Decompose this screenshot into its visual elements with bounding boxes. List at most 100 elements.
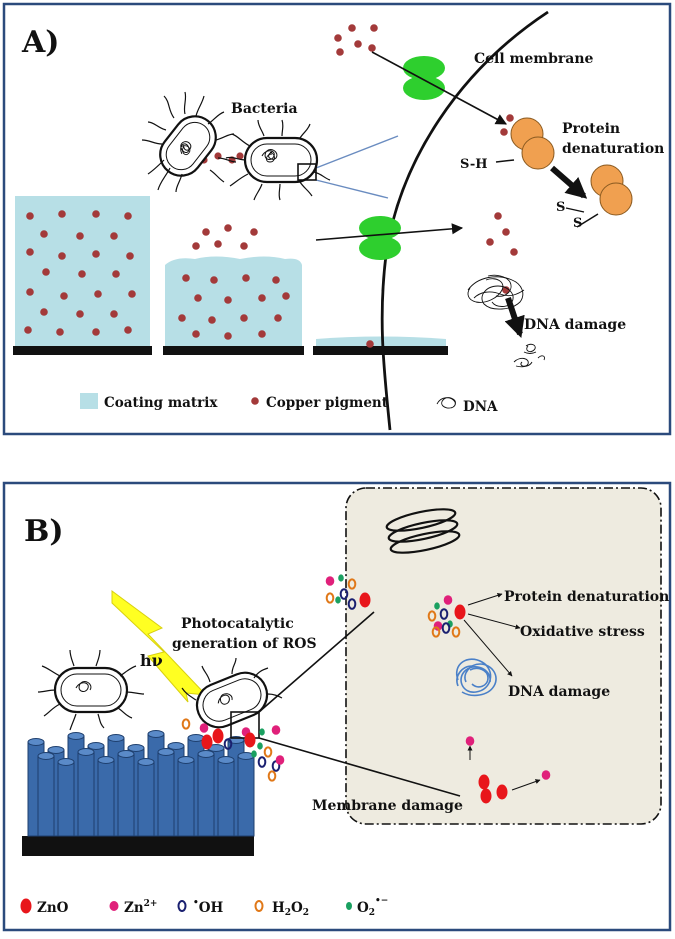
hydrogen-peroxide [267, 770, 277, 782]
ros-particles [181, 574, 551, 804]
hydroxyl-radical [439, 608, 449, 620]
superoxide-radical [259, 728, 265, 736]
dna-damage-arrow-b [463, 619, 513, 677]
zn2-ion [541, 770, 551, 780]
zno-nanorod-top [67, 732, 85, 740]
copper-pigment-dot [258, 294, 266, 302]
superoxide-radical [338, 574, 344, 582]
bacterium-b-left-flagella [37, 649, 145, 731]
hydroxyl-radical [339, 588, 349, 600]
legend-coating-swatch [80, 393, 98, 409]
copper-pigment-dot [258, 330, 266, 338]
zno-nanorod-top [107, 734, 125, 742]
nanorod-substrate [22, 836, 254, 856]
legend-o2-label: O2•− [357, 896, 388, 918]
copper-pigment-dot [348, 24, 356, 32]
copper-pigment-dot [40, 230, 48, 238]
copper-pigment-dot [502, 228, 510, 236]
zno-nanorod-top [87, 742, 105, 750]
zoom-line-lower [315, 179, 389, 199]
ion-entry-arrow-top [371, 51, 507, 125]
oxidative-stress-arrow [467, 613, 521, 630]
protein-label-line2: denaturation [562, 141, 664, 157]
copper-pigment-dot [224, 224, 232, 232]
zno-nanorod [77, 751, 95, 837]
copper-pigment-dot [40, 308, 48, 316]
photocatalytic-label-line1: Photocatalytic [181, 616, 294, 632]
copper-pigment-dot [26, 212, 34, 220]
copper-pigment-dot [26, 288, 34, 296]
zno-nanorod-top [37, 752, 55, 760]
zno-nanorod [237, 755, 255, 837]
zno-nanorod [217, 759, 235, 837]
copper-pigment-dot [240, 242, 248, 250]
copper-pigment-dot [240, 314, 248, 322]
zno-nanorod-top [127, 744, 145, 752]
copper-pigment-dot [76, 310, 84, 318]
oxidative-stress-label: Oxidative stress [520, 624, 645, 640]
panel-a-label: A) [21, 25, 59, 60]
cell-interior [345, 487, 662, 825]
copper-pigment-dot [56, 328, 64, 336]
copper-pigment-dot [282, 292, 290, 300]
membrane-channel-top-lower [403, 76, 445, 100]
zno-nanorod-top [177, 756, 195, 764]
zno-particle [359, 592, 371, 608]
copper-pigment-dot [192, 330, 200, 338]
copper-pigment-dot [250, 228, 258, 236]
copper-pigment-dot [272, 276, 280, 284]
zno-nanorod-top [167, 742, 185, 750]
s-label-2: S [573, 216, 582, 231]
substrate-base-1 [13, 346, 152, 355]
panel-a: A) [2, 2, 672, 436]
protein-label-line1: Protein [562, 121, 620, 137]
superoxide-radical [251, 750, 257, 758]
zno-nanorod [197, 753, 215, 837]
zno-nanorod-top [57, 758, 75, 766]
zno-particle [454, 604, 466, 620]
protein-denaturation-label-b: Protein denaturation [504, 589, 669, 605]
copper-pigment-dot [60, 292, 68, 300]
hydrogen-peroxide [427, 610, 437, 622]
copper-pigment-dot [334, 34, 342, 42]
legend-copper-label: Copper pigment [266, 395, 389, 411]
hydroxyl-radical [347, 598, 357, 610]
zno-particle [478, 774, 490, 790]
superoxide-radical [335, 596, 341, 604]
superoxide-radical [257, 742, 263, 750]
copper-pigment-dot [370, 24, 378, 32]
legend-o2-dot [346, 902, 352, 910]
legend-zn2-sup: 2+ [144, 899, 158, 909]
dna-damage-label-a: DNA damage [524, 317, 626, 333]
superoxide-radical [434, 602, 440, 610]
copper-pigment-dot [128, 290, 136, 298]
zoom-line-b-lower [258, 737, 461, 797]
copper-pigment-dot [224, 296, 232, 304]
legend-copper-dot [251, 397, 259, 405]
bacterium-left-flagella [141, 91, 237, 193]
bacterium-right-flagella [225, 119, 331, 201]
zn2-ion [271, 725, 281, 735]
copper-pigment-dot [126, 252, 134, 260]
membrane-damage-label: Membrane damage [312, 798, 463, 814]
zno-nanorod-top [217, 756, 235, 764]
zoom-line-upper [315, 135, 399, 169]
legend-oh-ring [177, 900, 187, 912]
hydroxyl-radical [441, 622, 451, 634]
zno-nanorod-array [27, 730, 255, 837]
light-bolt-icon [111, 590, 208, 703]
copper-pigment-dot [500, 128, 508, 136]
hydrogen-peroxide [181, 718, 191, 730]
copper-pigment-dot [124, 326, 132, 334]
copper-pigment-dot [510, 248, 518, 256]
zn2-ion [199, 723, 209, 733]
hydroxyl-radical [223, 738, 233, 750]
hydroxyl-radical [257, 756, 267, 768]
zno-nanorod-top [27, 738, 45, 746]
copper-pigment-dot [210, 276, 218, 284]
coating-thin-layer [316, 336, 446, 346]
zno-nanorod-top [47, 746, 65, 754]
copper-pigment-dot [124, 212, 132, 220]
zno-nanorod [97, 759, 115, 837]
hv-label: hν [140, 651, 163, 670]
